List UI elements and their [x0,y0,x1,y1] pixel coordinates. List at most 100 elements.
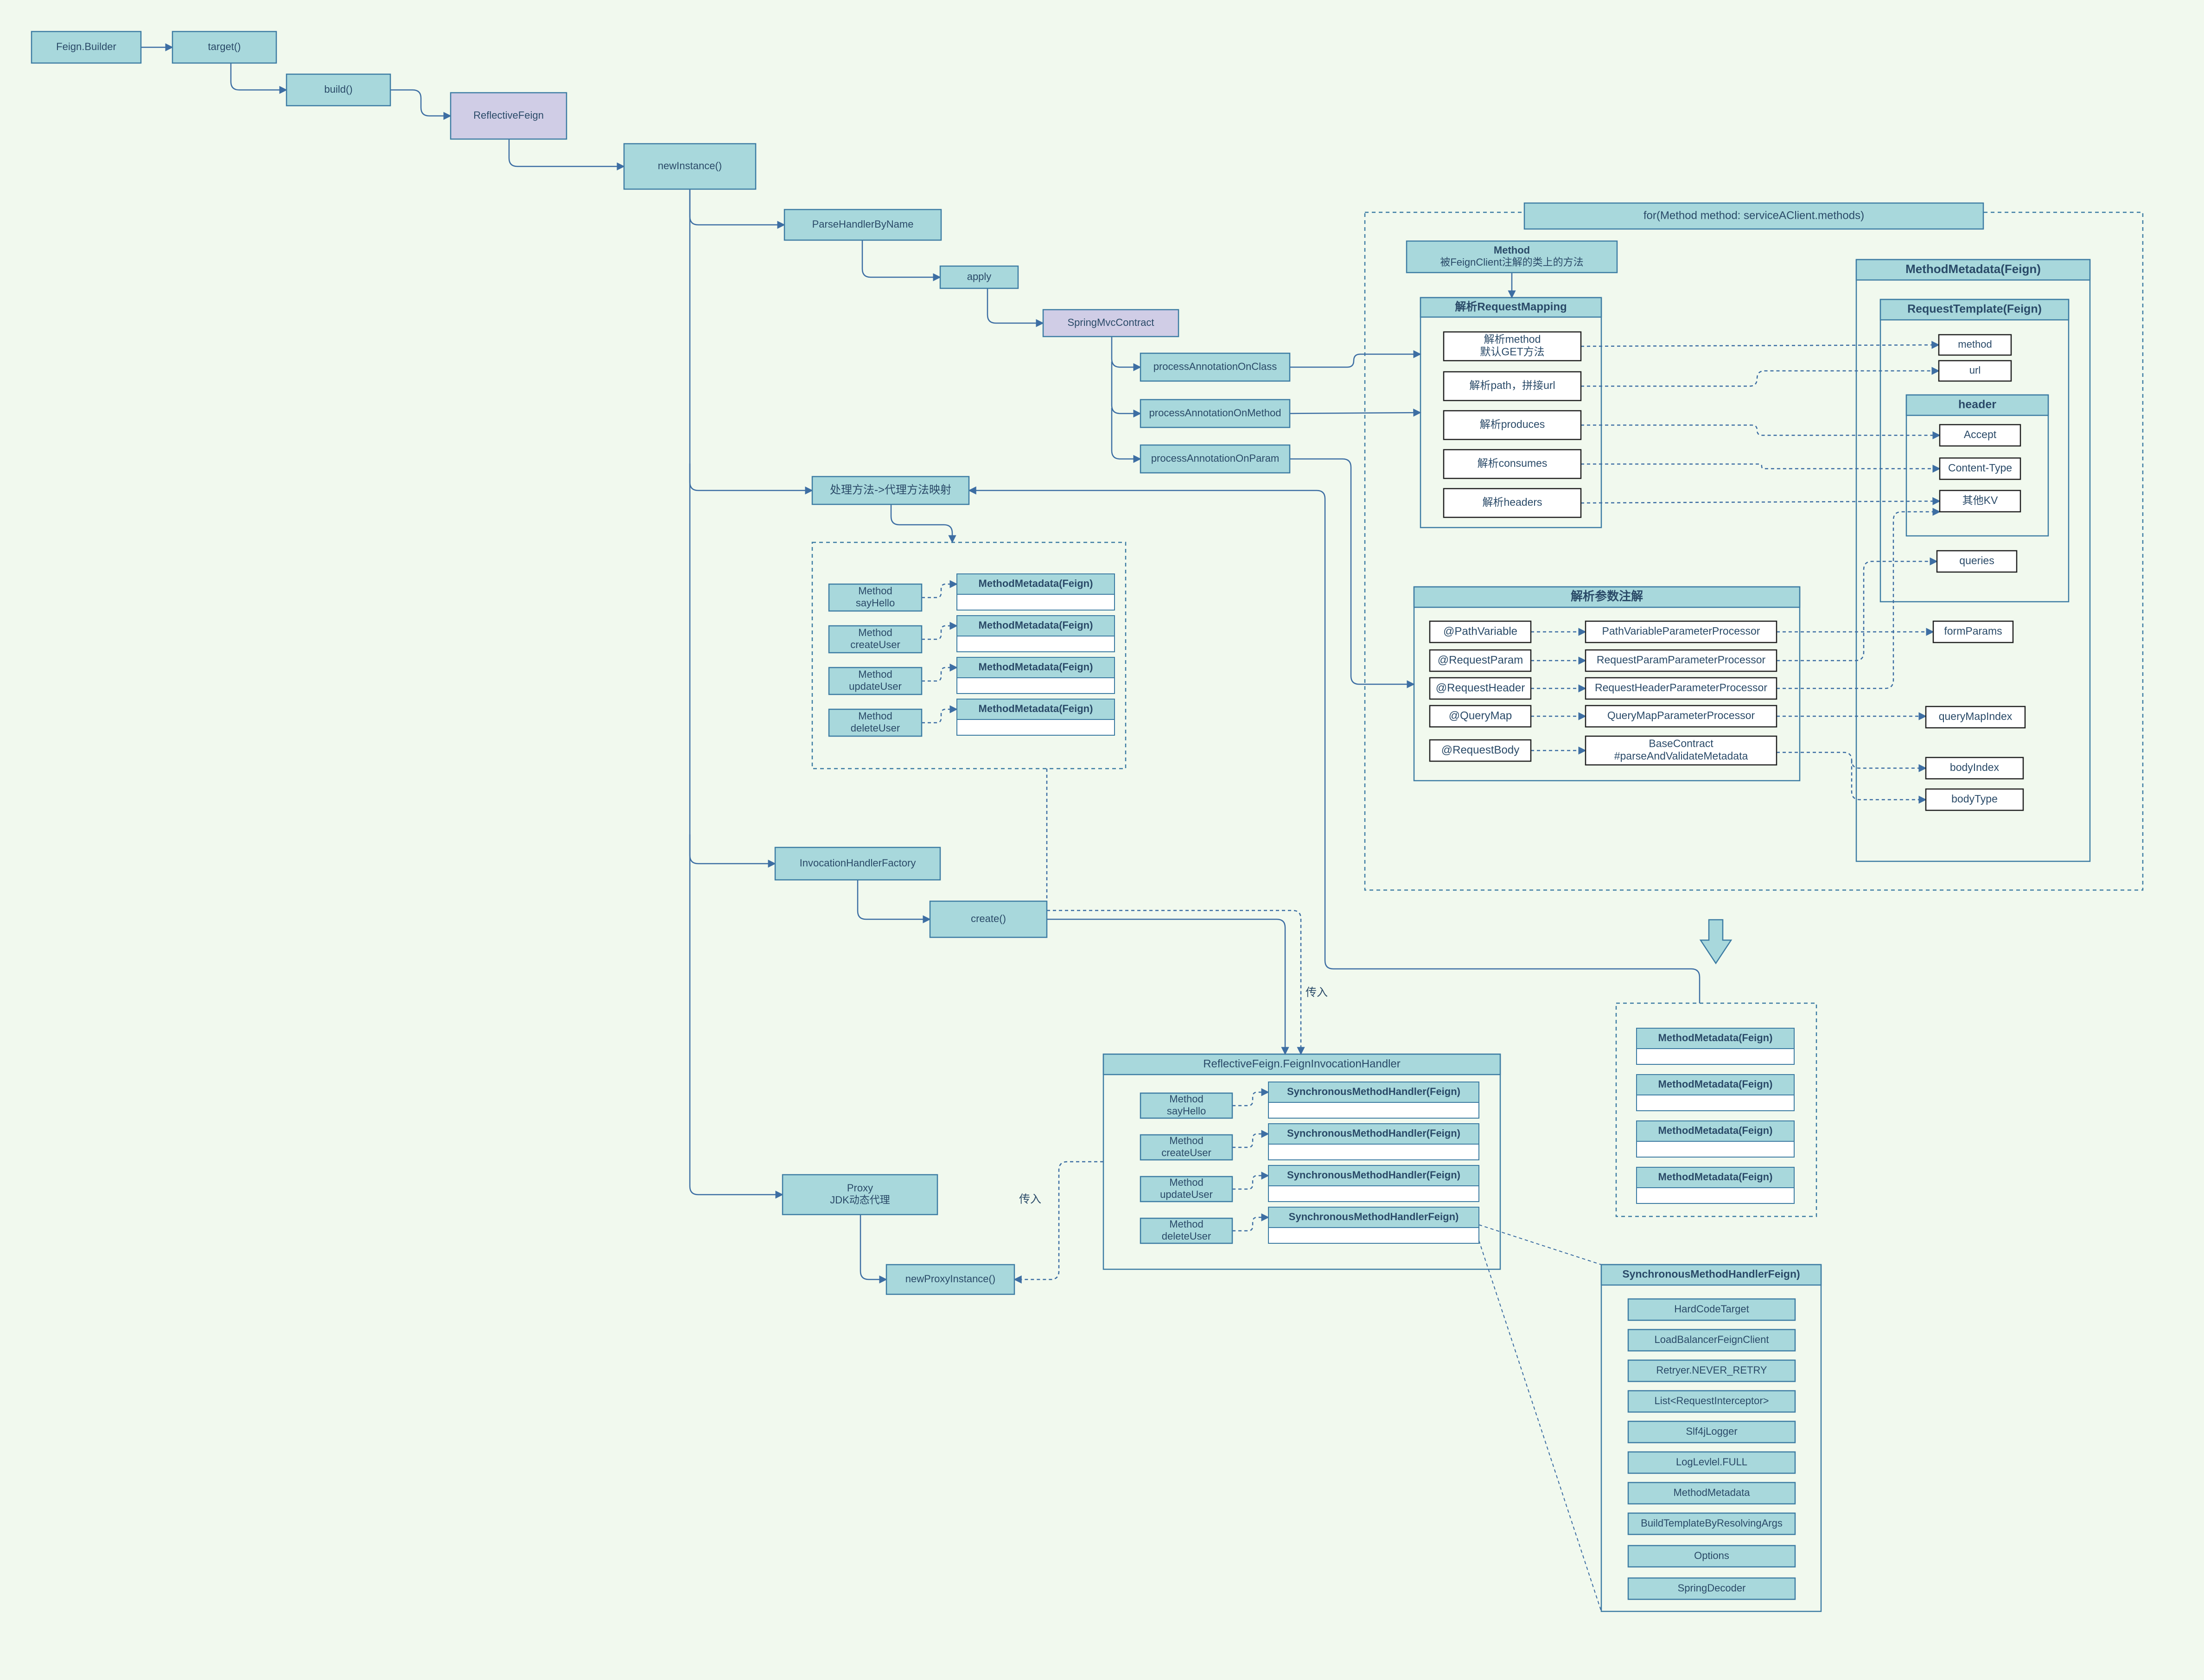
container-method-metadata: MethodMetadata(Feign) [1855,259,2091,862]
header-box-label: MethodMetadata(Feign) [1658,1078,1773,1090]
node-label: sayHello [1167,1105,1206,1117]
node-label: Accept [1964,428,1997,440]
node-label: BaseContract [1649,738,1714,750]
node-label: apply [967,271,992,282]
node-box [828,708,923,737]
node-label: 解析path，拼接url [1469,379,1555,391]
node-label: @QueryMap [1449,709,1512,722]
edge-contract-to-param [1111,408,1141,463]
node-box [1585,735,1777,766]
node-box [1140,399,1291,428]
node-label: updateUser [1160,1189,1213,1200]
node-sync-methodmetadata: MethodMetadata [1627,1482,1796,1505]
node-label: queries [1959,554,1994,566]
header-box-head [956,573,1115,595]
node-label: JDK动态代理 [830,1194,890,1206]
edge-new-instance-to-proxy [689,834,784,1199]
header-box-label: SynchronousMethodHandler(Feign) [1287,1086,1460,1097]
node-label: #parseAndValidateMetadata [1614,750,1748,762]
node-label: sayHello [856,597,895,609]
node-box [1523,202,1984,230]
node-box [31,31,142,64]
node-sync-loglevlel-full: LogLevlel.FULL [1627,1451,1796,1474]
result-metadata-2: MethodMetadata(Feign) [1636,1074,1795,1111]
edge-apply-to-contract [987,288,1044,327]
node-label: createUser [850,639,900,650]
node-invocation-handler-factory: InvocationHandlerFactory [774,846,941,881]
node-box [828,625,923,654]
node-label: Options [1694,1550,1729,1561]
header-box-body [1636,1095,1795,1111]
handler-sync-3: SynchronousMethodHandler(Feign) [1268,1165,1479,1202]
node-label: Method [858,585,892,597]
node-apply: apply [939,265,1019,289]
container-title-bar [1413,586,1801,608]
node-label: QueryMapParameterProcessor [1607,709,1755,721]
node-sync-list-requestinterceptor: List<RequestInterceptor> [1627,1390,1796,1413]
node-label: bodyType [1951,793,1998,805]
node-box [1932,620,2014,643]
node-label: InvocationHandlerFactory [800,857,916,869]
label-pass-in-1: 传入 [1306,986,1328,999]
node-label: ParseHandlerByName [812,218,914,230]
header-box-head [956,699,1115,720]
node-processor-2: RequestParamParameterProcessor [1585,649,1777,672]
container-title: SynchronousMethodHandlerFeign) [1622,1268,1800,1280]
edge-handler-method-to-sync [1232,1088,1269,1107]
edge-method-to-request-mapping-2 [1289,408,1421,417]
frame-method-metadata-group [811,541,1127,770]
node-box [1429,705,1532,728]
container-title-bar [1879,299,2070,321]
node-label: newInstance() [658,160,722,172]
node-box [1140,444,1291,474]
header-box-body [1636,1187,1795,1204]
container-title: MethodMetadata(Feign) [1905,262,2041,276]
edge-group-method-to-metadata [922,705,958,724]
node-label: Method [858,627,892,638]
header-box-body [1268,1144,1479,1160]
header-box-label: SynchronousMethodHandler(Feign) [1287,1127,1460,1139]
node-label: Feign.Builder [56,41,116,52]
node-label: LoadBalancerFeignClient [1654,1334,1769,1345]
node-label: url [1969,364,1981,376]
container-title: 解析参数注解 [1571,589,1643,603]
header-box-label: MethodMetadata(Feign) [979,578,1093,589]
node-rt-url: url [1938,360,2012,382]
node-box [1585,705,1777,728]
group-metadata-4: MethodMetadata(Feign) [956,699,1115,736]
edge-reflective-to-new-instance [508,139,625,171]
header-box-head [1636,1074,1795,1095]
container-title-bar [1905,394,2049,416]
header-box-head [956,615,1115,636]
group-metadata-2: MethodMetadata(Feign) [956,615,1115,652]
node-header-kv: 其他KV [1939,490,2021,513]
node-box [1140,1217,1233,1244]
edge-body-to-body-type [1851,760,1927,804]
node-label: RequestHeaderParameterProcessor [1595,681,1767,694]
node-label: for(Method method: serviceAClient.method… [1643,209,1864,222]
node-box [1627,1390,1796,1413]
container-title-bar [1855,259,2091,281]
node-label: updateUser [849,681,902,692]
node-process-annotation-on-class: processAnnotationOnClass [1140,352,1291,382]
header-box-head [1636,1167,1795,1188]
node-box [1140,1134,1233,1161]
edge-parse-to-apply [861,240,941,281]
header-box-label: MethodMetadata(Feign) [979,619,1093,631]
node-header-content-type: Content-Type [1939,457,2021,480]
node-box [1429,677,1532,700]
node-box [1429,620,1532,643]
node-loop-title: for(Method method: serviceAClient.method… [1523,202,1984,230]
node-box [1406,240,1618,274]
edge-group-method-to-metadata [922,622,958,640]
node-sync-buildtemplatebyresolvingargs: BuildTemplateByResolvingArgs [1627,1512,1796,1535]
node-label: Method [1169,1135,1203,1146]
group-metadata-3: MethodMetadata(Feign) [956,657,1115,694]
node-label: RequestParamParameterProcessor [1597,654,1766,666]
edge-handler-method-to-sync [1232,1130,1269,1148]
header-box-head [1636,1120,1795,1142]
